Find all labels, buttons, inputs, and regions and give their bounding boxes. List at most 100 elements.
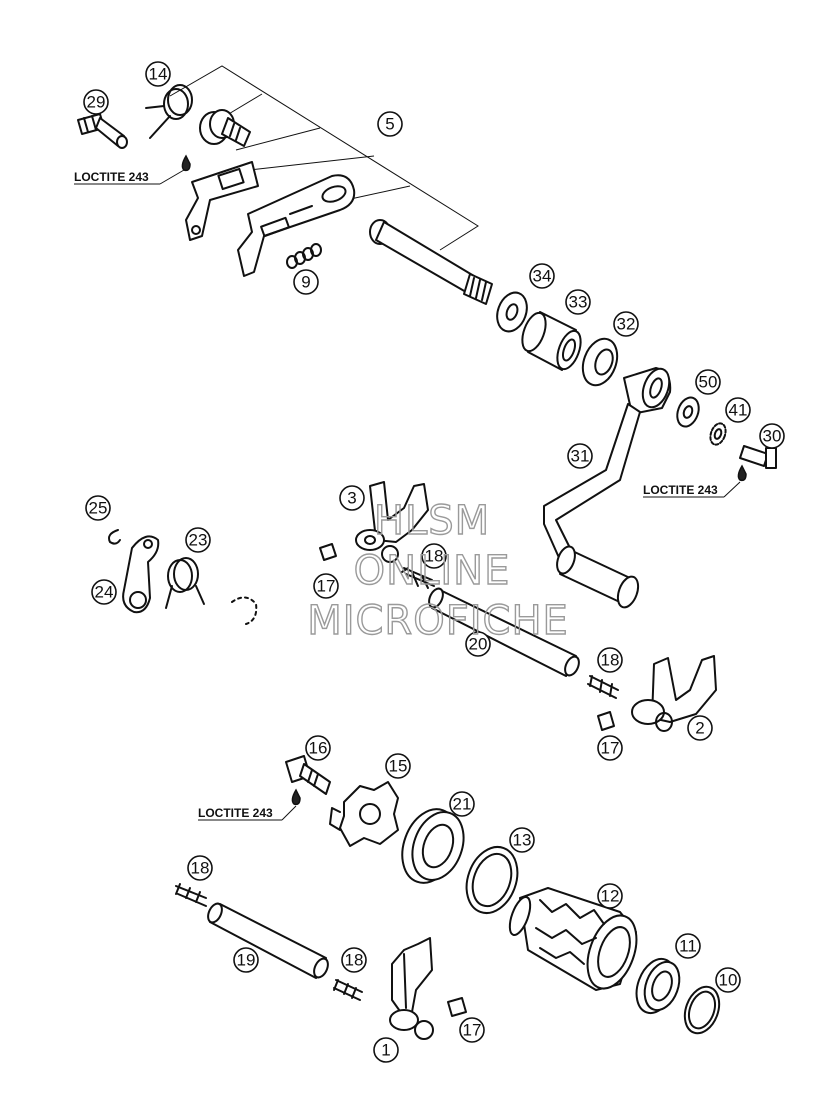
svg-text:15: 15 xyxy=(389,757,408,776)
callout-18d: 18 xyxy=(341,947,367,973)
part-15-shift-cam xyxy=(329,781,399,847)
part-13-ring xyxy=(465,846,519,914)
part-19-fork-rod xyxy=(207,902,329,979)
svg-text:18: 18 xyxy=(191,859,210,878)
svg-text:18: 18 xyxy=(601,651,620,670)
part-23-spring xyxy=(165,557,205,609)
part-detent-hint xyxy=(231,596,258,625)
svg-text:32: 32 xyxy=(617,315,636,334)
part-18d-spring xyxy=(333,979,363,1001)
svg-text:18: 18 xyxy=(425,547,444,566)
svg-text:41: 41 xyxy=(729,401,748,420)
callout-33: 33 xyxy=(565,289,591,315)
callout-18a: 18 xyxy=(421,543,447,569)
svg-text:14: 14 xyxy=(149,65,168,84)
svg-text:17: 17 xyxy=(601,739,620,758)
svg-text:21: 21 xyxy=(453,795,472,814)
part-2-shift-fork xyxy=(631,655,717,732)
svg-text:13: 13 xyxy=(513,831,532,850)
callout-31: 31 xyxy=(567,443,593,469)
svg-text:34: 34 xyxy=(533,267,552,286)
part-3-shift-fork xyxy=(355,481,429,563)
part-14-spring xyxy=(145,84,193,139)
part-21-bearing xyxy=(401,808,465,884)
watermark-line-3: MICROFICHE xyxy=(307,598,569,644)
part-31-lever xyxy=(543,367,672,609)
part-20-fork-rod xyxy=(428,587,580,677)
callout-16: 16 xyxy=(305,735,331,761)
svg-text:10: 10 xyxy=(719,971,738,990)
svg-text:33: 33 xyxy=(569,293,588,312)
svg-text:20: 20 xyxy=(469,635,488,654)
callout-29: 29 xyxy=(83,89,109,115)
callout-18c: 18 xyxy=(187,855,213,881)
callout-12: 12 xyxy=(597,883,623,909)
callout-21: 21 xyxy=(449,791,475,817)
part-32-seal-ring xyxy=(581,337,619,387)
svg-text:5: 5 xyxy=(385,115,394,134)
callout-32: 32 xyxy=(613,311,639,337)
callout-41: 41 xyxy=(725,397,751,423)
callout-3: 3 xyxy=(339,485,365,511)
callout-14: 14 xyxy=(145,61,171,87)
callout-23: 23 xyxy=(185,527,211,553)
callout-24: 24 xyxy=(91,579,117,605)
loctite-drop-3 xyxy=(291,788,301,806)
part-16-bolt xyxy=(285,755,331,795)
part-12-shift-drum xyxy=(508,887,638,991)
loctite-note-2: LOCTITE 243 xyxy=(643,481,741,498)
svg-text:29: 29 xyxy=(87,93,106,112)
callout-19: 19 xyxy=(233,947,259,973)
part-18b-spring xyxy=(587,675,619,699)
part-34-washer xyxy=(496,291,528,333)
loctite-label-3: LOCTITE 243 xyxy=(198,806,273,820)
callout-11: 11 xyxy=(675,933,701,959)
part-shift-shaft xyxy=(369,219,493,305)
callout-2: 2 xyxy=(687,715,713,741)
callout-9: 9 xyxy=(293,269,319,295)
loctite-note-3: LOCTITE 243 xyxy=(198,805,297,821)
svg-text:11: 11 xyxy=(679,937,697,956)
callout-10: 10 xyxy=(715,967,741,993)
svg-text:25: 25 xyxy=(89,499,108,518)
part-17b-pin xyxy=(597,711,615,731)
part-9-springs xyxy=(286,243,322,269)
svg-text:23: 23 xyxy=(189,531,208,550)
callout-1: 1 xyxy=(373,1037,399,1063)
callout-5: 5 xyxy=(377,111,403,137)
part-25-circlip xyxy=(108,529,121,545)
watermark: HLSM ONLINE MICROFICHE xyxy=(306,497,569,644)
svg-text:1: 1 xyxy=(381,1041,390,1060)
part-33-needle-bearing xyxy=(521,311,582,371)
part-17c-pin xyxy=(447,997,467,1017)
part-24-arm xyxy=(122,535,160,614)
svg-text:2: 2 xyxy=(695,719,704,738)
part-shoulder-bolt xyxy=(199,109,251,147)
callout-20: 20 xyxy=(465,631,491,657)
watermark-line-2: ONLINE xyxy=(354,548,511,594)
callout-50: 50 xyxy=(695,369,721,395)
part-10-ring xyxy=(683,985,721,1035)
part-18a-spring xyxy=(401,567,435,589)
part-shift-plate xyxy=(185,161,259,241)
part-30-bolt xyxy=(739,445,777,469)
callout-18b: 18 xyxy=(597,647,623,673)
loctite-note-1: LOCTITE 243 xyxy=(74,169,185,185)
svg-text:30: 30 xyxy=(763,427,782,446)
svg-text:50: 50 xyxy=(699,373,718,392)
part-50-washer xyxy=(676,396,700,428)
watermark-line-1: HLSM xyxy=(374,498,490,544)
part-shift-lever xyxy=(237,174,356,277)
loctite-label-1: LOCTITE 243 xyxy=(74,170,149,184)
svg-text:3: 3 xyxy=(347,489,356,508)
part-1-shift-fork xyxy=(389,937,434,1040)
callout-25: 25 xyxy=(85,495,111,521)
svg-text:17: 17 xyxy=(317,577,336,596)
svg-text:12: 12 xyxy=(601,887,620,906)
group-5-bracket xyxy=(169,65,479,251)
callout-17a: 17 xyxy=(313,573,339,599)
svg-text:19: 19 xyxy=(237,951,256,970)
svg-text:17: 17 xyxy=(463,1021,482,1040)
svg-text:16: 16 xyxy=(309,739,328,758)
